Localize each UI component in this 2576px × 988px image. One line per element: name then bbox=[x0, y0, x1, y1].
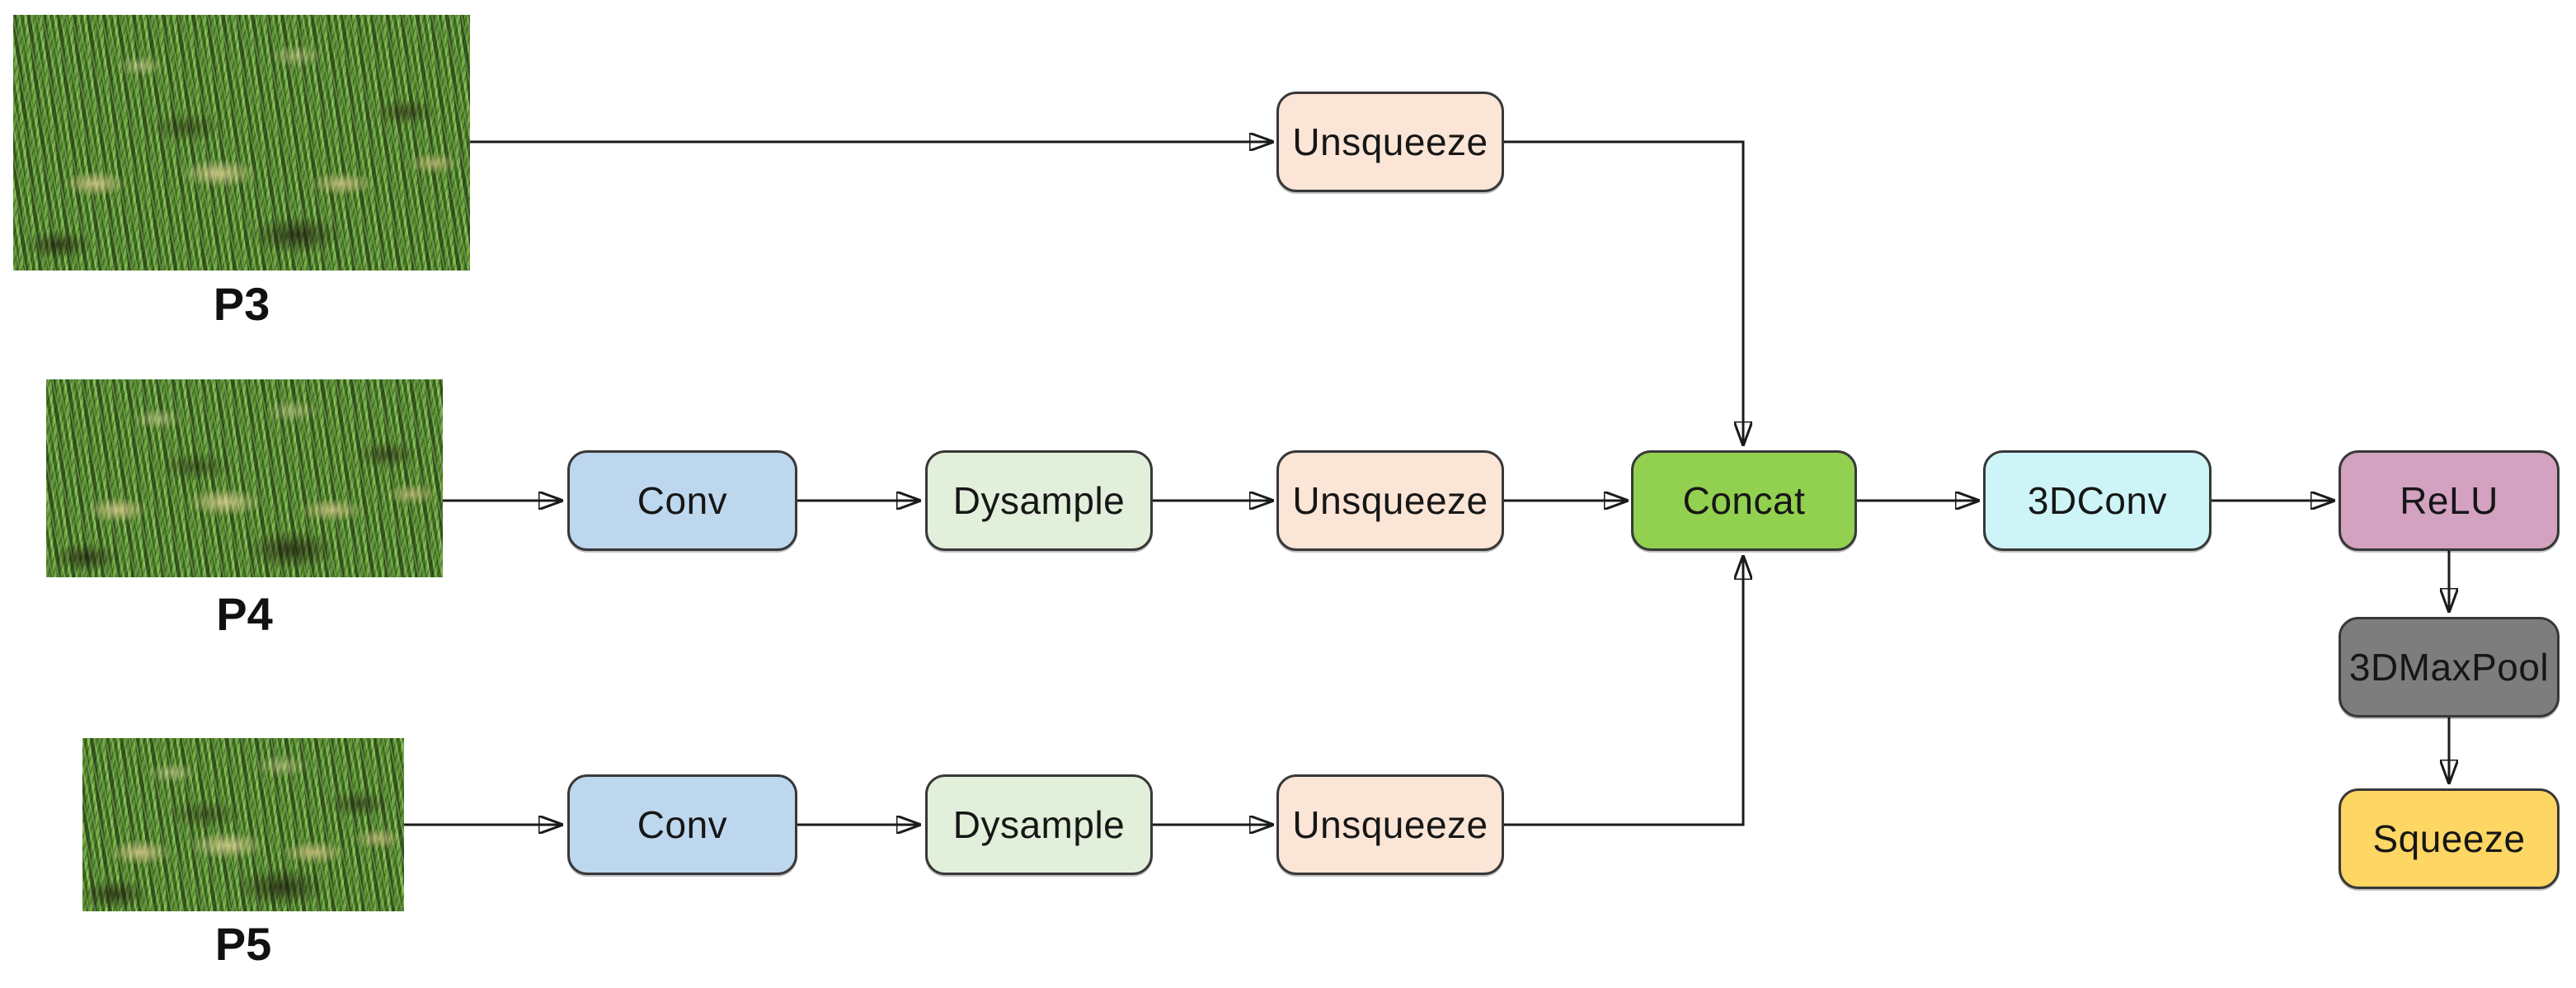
node-label-conv-p4: Conv bbox=[637, 479, 728, 522]
node-dysample-p5: Dysample bbox=[925, 774, 1153, 875]
node-label-3dconv: 3DConv bbox=[2027, 479, 2168, 522]
node-conv-p5: Conv bbox=[567, 774, 797, 875]
node-3dconv: 3DConv bbox=[1983, 450, 2212, 551]
node-unsqueeze-p3: Unsqueeze bbox=[1276, 92, 1504, 192]
node-relu: ReLU bbox=[2339, 450, 2560, 551]
input-label-p4: P4 bbox=[216, 588, 273, 640]
node-label-unsqueeze-p4: Unsqueeze bbox=[1292, 479, 1488, 522]
arrow-unsqueeze-p3-to-concat bbox=[1504, 140, 1743, 445]
input-label-p3: P3 bbox=[213, 278, 270, 330]
node-unsqueeze-p5: Unsqueeze bbox=[1276, 774, 1504, 875]
input-label-p5: P5 bbox=[214, 918, 272, 970]
node-label-relu: ReLU bbox=[2400, 479, 2498, 522]
node-conv-p4: Conv bbox=[567, 450, 797, 551]
node-label-concat: Concat bbox=[1682, 479, 1806, 522]
node-label-squeeze: Squeeze bbox=[2372, 817, 2526, 860]
input-image-p3 bbox=[13, 15, 470, 271]
node-unsqueeze-p4: Unsqueeze bbox=[1276, 450, 1504, 551]
node-squeeze: Squeeze bbox=[2339, 788, 2560, 889]
node-label-3dmaxpool: 3DMaxPool bbox=[2348, 646, 2550, 689]
arrow-unsqueeze-p5-to-concat bbox=[1504, 556, 1743, 826]
node-label-dysample-p4: Dysample bbox=[952, 479, 1126, 522]
node-3dmaxpool: 3DMaxPool bbox=[2339, 617, 2560, 717]
input-image-p4 bbox=[46, 379, 443, 577]
node-label-unsqueeze-p5: Unsqueeze bbox=[1292, 803, 1488, 846]
node-label-dysample-p5: Dysample bbox=[952, 803, 1126, 846]
node-label-conv-p5: Conv bbox=[637, 803, 728, 846]
node-concat: Concat bbox=[1631, 450, 1857, 551]
node-label-unsqueeze-p3: Unsqueeze bbox=[1292, 120, 1488, 163]
input-image-p5 bbox=[82, 738, 404, 911]
node-dysample-p4: Dysample bbox=[925, 450, 1153, 551]
